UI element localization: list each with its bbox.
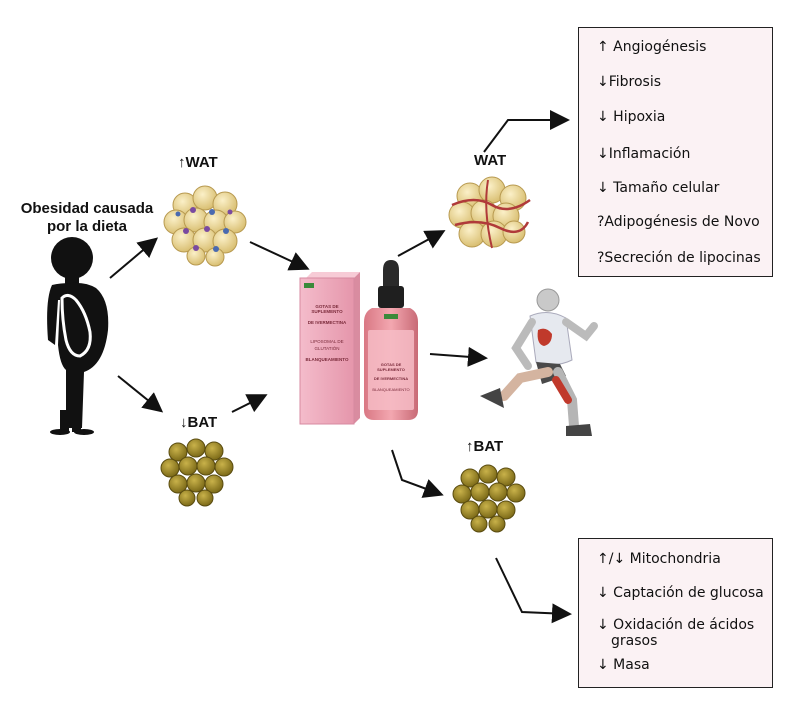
arrow-product-to-bat [391, 449, 444, 498]
wat-effect-7: ?Secreción de lipocinas [597, 250, 761, 266]
subject-label: Obesidad causada por la dieta [12, 200, 162, 236]
bottle-text-2: DE IVERMECTINA [373, 376, 409, 381]
right-bat-cluster-icon [452, 464, 526, 533]
arrows [109, 110, 572, 624]
bottle-label: GOTAS DE SUPLEMENTO DE IVERMECTINA BLANQ… [368, 340, 414, 392]
left-wat-cluster-icon [163, 185, 247, 267]
subject-label-line2: por la dieta [46, 218, 128, 235]
product-box-text-3: LIPOSOMAL DE [310, 339, 344, 344]
product-box [299, 272, 360, 425]
bottle-text-1: GOTAS DE SUPLEMENTO [377, 362, 405, 372]
product-box-text-1: GOTAS DE SUPLEMENTO [311, 304, 343, 314]
bat-effects-box: ↑/↓ Mitochondria ↓ Captación de glucosa … [578, 538, 773, 688]
left-bat-label: ↓BAT [180, 414, 218, 431]
arrow-wat-to-effects [483, 110, 570, 153]
arrow-person-to-wat [109, 237, 159, 279]
wat-effects-box: ↑ Angiogénesis ↓Fibrosis ↓ Hipoxia ↓Infl… [578, 27, 773, 277]
obese-person-icon [47, 237, 109, 435]
dropper-bottle [364, 260, 418, 420]
wat-effect-5: ↓ Tamaño celular [597, 180, 720, 196]
arrow-product-to-wat [397, 230, 446, 257]
bat-effect-3: ↓ Oxidación de ácidos [597, 617, 755, 633]
product-box-label: GOTAS DE SUPLEMENTO DE IVERMECTINA LIPOS… [300, 290, 354, 424]
arrow-product-to-runner [429, 346, 488, 367]
wat-effect-4: ↓Inflamación [597, 146, 691, 162]
left-bat-cluster-icon [160, 438, 234, 507]
bat-effect-2: ↓ Captación de glucosa [597, 585, 764, 601]
bottle-text-3: BLANQUEAMIENTO [372, 387, 410, 392]
wat-effect-2: ↓Fibrosis [597, 74, 662, 90]
bat-effect-5: ↓ Masa [597, 657, 650, 673]
bat-effect-1: ↑/↓ Mitochondria [597, 551, 721, 567]
product-box-text-5: BLANQUEAMIENTO [305, 357, 349, 362]
wat-effect-3: ↓ Hipoxia [597, 109, 666, 125]
right-bat-label: ↑BAT [466, 438, 504, 455]
right-wat-cluster-icon [448, 176, 531, 249]
right-wat-label: WAT [474, 152, 507, 169]
wat-effect-1: ↑ Angiogénesis [597, 39, 707, 55]
arrow-person-to-bat [117, 375, 164, 413]
product-box-text-4: GLUTATIÓN [314, 346, 340, 351]
arrow-wat-to-product [249, 241, 310, 271]
bottle-logo-icon [384, 314, 398, 319]
arrow-bat-to-effects [495, 557, 572, 624]
subject-label-line1: Obesidad causada [20, 200, 154, 217]
wat-effect-6: ?Adipogénesis de Novo [597, 214, 760, 230]
brand-logo-icon [304, 283, 314, 288]
runner-icon [480, 288, 598, 436]
arrow-bat-to-product [231, 394, 268, 413]
left-wat-label: ↑WAT [178, 154, 218, 171]
product-box-text-2: DE IVERMECTINA [307, 320, 347, 325]
bat-effect-4: grasos [611, 633, 658, 649]
